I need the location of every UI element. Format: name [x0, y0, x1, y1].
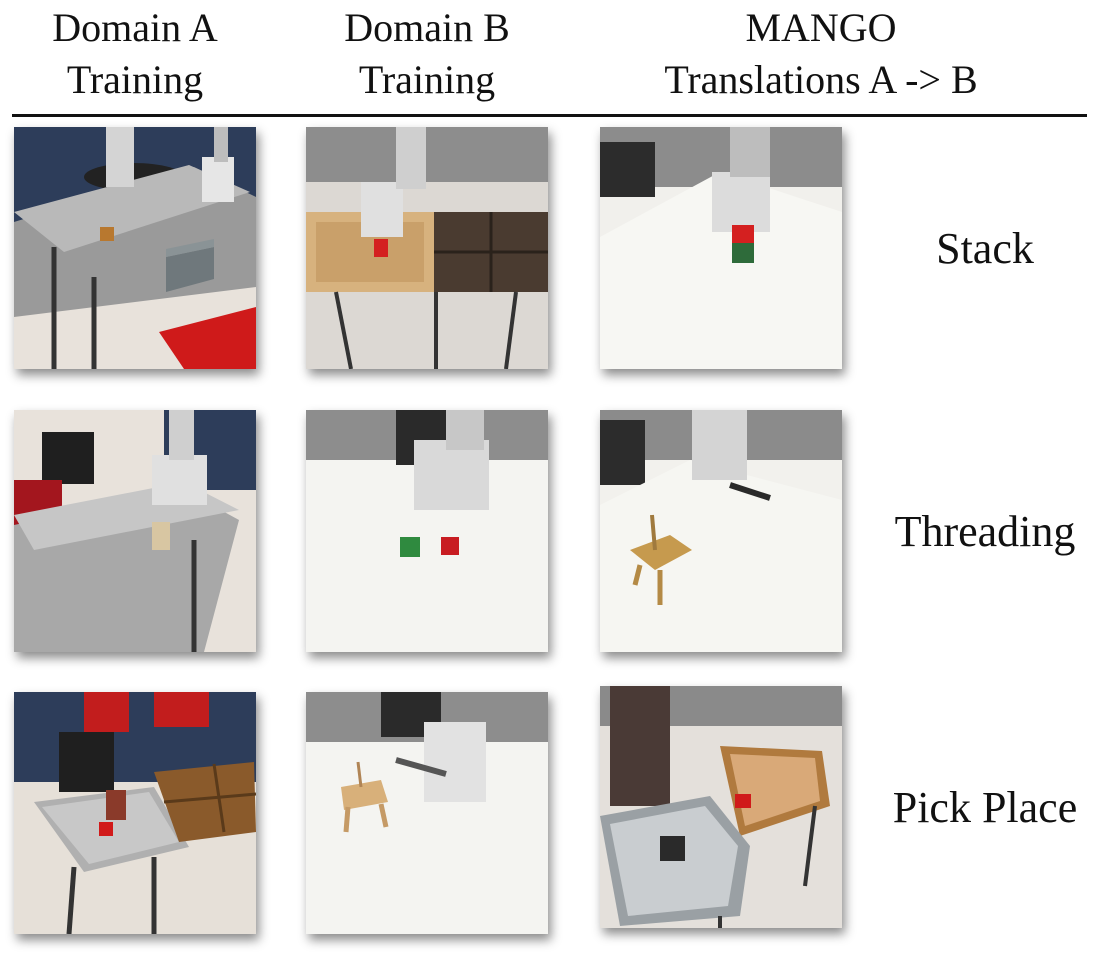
column-header-mango-translations: MANGO Translations A -> B [600, 2, 1042, 106]
column-header-line2: Translations A -> B [664, 57, 978, 102]
column-header-domain-b: Domain B Training [306, 2, 548, 106]
row-label-pickplace: Pick Place [892, 783, 1078, 832]
column-header-line2: Training [358, 57, 496, 102]
image-pickplace-translation [600, 686, 842, 928]
image-stack-domain-a [14, 127, 256, 369]
column-header-line1: Domain A [52, 5, 218, 50]
image-stack-domain-b [306, 127, 548, 369]
column-header-line1: MANGO [745, 5, 897, 50]
row-label-stack: Stack [936, 224, 1034, 273]
image-pickplace-domain-a [14, 692, 256, 934]
column-header-domain-a: Domain A Training [14, 2, 256, 106]
image-threading-translation [600, 410, 842, 652]
header-rule [12, 114, 1087, 117]
row-label-threading: Threading [894, 507, 1076, 556]
column-header-line1: Domain B [344, 5, 510, 50]
column-header-line2: Training [66, 57, 204, 102]
image-pickplace-domain-b [306, 692, 548, 934]
image-threading-domain-a [14, 410, 256, 652]
image-threading-domain-b [306, 410, 548, 652]
image-stack-translation [600, 127, 842, 369]
